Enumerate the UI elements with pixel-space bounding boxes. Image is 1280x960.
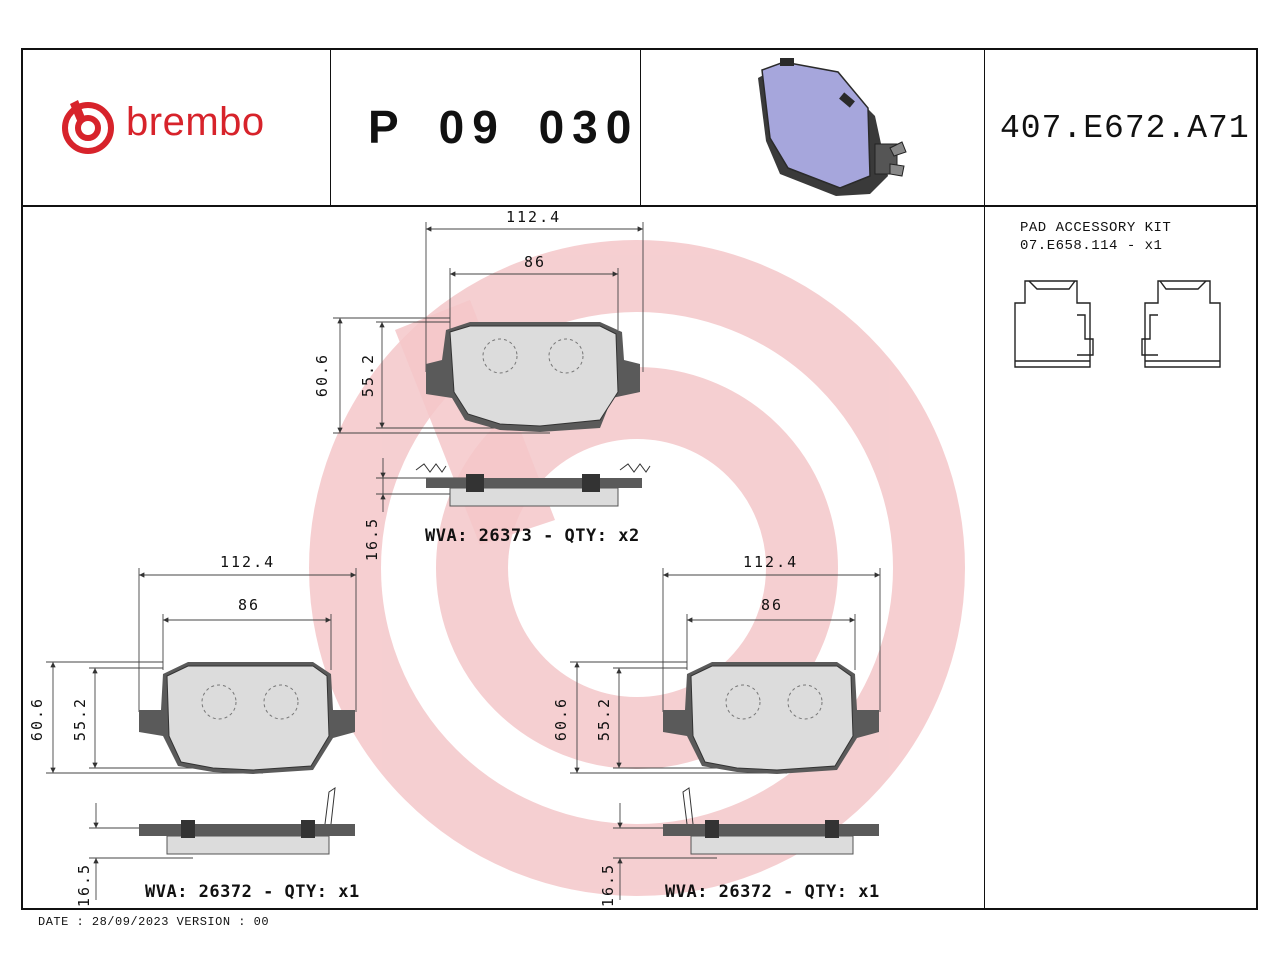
pad-drawing-1 — [333, 222, 651, 512]
pad3-width-inner: 86 — [761, 596, 784, 614]
pad2-width-total: 112.4 — [220, 553, 276, 571]
pad2-width-inner: 86 — [238, 596, 261, 614]
header-divider — [21, 205, 1258, 207]
pad-drawing-3 — [570, 568, 881, 900]
part-number: P 09 030 — [368, 101, 640, 153]
reference-number: 407.E672.A71 — [1000, 110, 1250, 147]
pad3-height-inner: 55.2 — [595, 696, 614, 742]
pad3-thickness: 16.5 — [599, 862, 618, 908]
pad2-height-total: 60.6 — [28, 696, 47, 742]
accessory-kit-code: 07.E658.114 - x1 — [1020, 238, 1163, 254]
pad2-thickness: 16.5 — [75, 862, 94, 908]
header-sep-2 — [640, 48, 641, 206]
pad1-thickness: 16.5 — [363, 516, 382, 562]
drawing-frame — [21, 48, 1258, 910]
pad2-height-inner: 55.2 — [71, 696, 90, 742]
pad-drawing-2 — [46, 568, 357, 900]
pad1-wva-label: WVA: 26373 - QTY: x2 — [425, 526, 640, 546]
pad1-width-total: 112.4 — [506, 208, 562, 226]
header-sep-1 — [330, 48, 331, 206]
accessory-kit-title: PAD ACCESSORY KIT — [1020, 220, 1172, 236]
pad2-wva-label: WVA: 26372 - QTY: x1 — [145, 882, 360, 902]
pad-render-image — [758, 58, 907, 196]
footer-date-version: DATE : 28/09/2023 VERSION : 00 — [38, 915, 270, 929]
pad1-height-total: 60.6 — [313, 352, 332, 398]
pad1-height-inner: 55.2 — [359, 352, 378, 398]
brembo-logo-icon — [62, 100, 114, 154]
accessory-clip-drawings — [1014, 280, 1221, 368]
pad1-width-inner: 86 — [524, 253, 547, 271]
right-column-divider — [984, 48, 985, 910]
pad3-wva-label: WVA: 26372 - QTY: x1 — [665, 882, 880, 902]
pad3-width-total: 112.4 — [743, 553, 799, 571]
pad3-height-total: 60.6 — [552, 696, 571, 742]
brand-name: brembo — [126, 100, 265, 144]
